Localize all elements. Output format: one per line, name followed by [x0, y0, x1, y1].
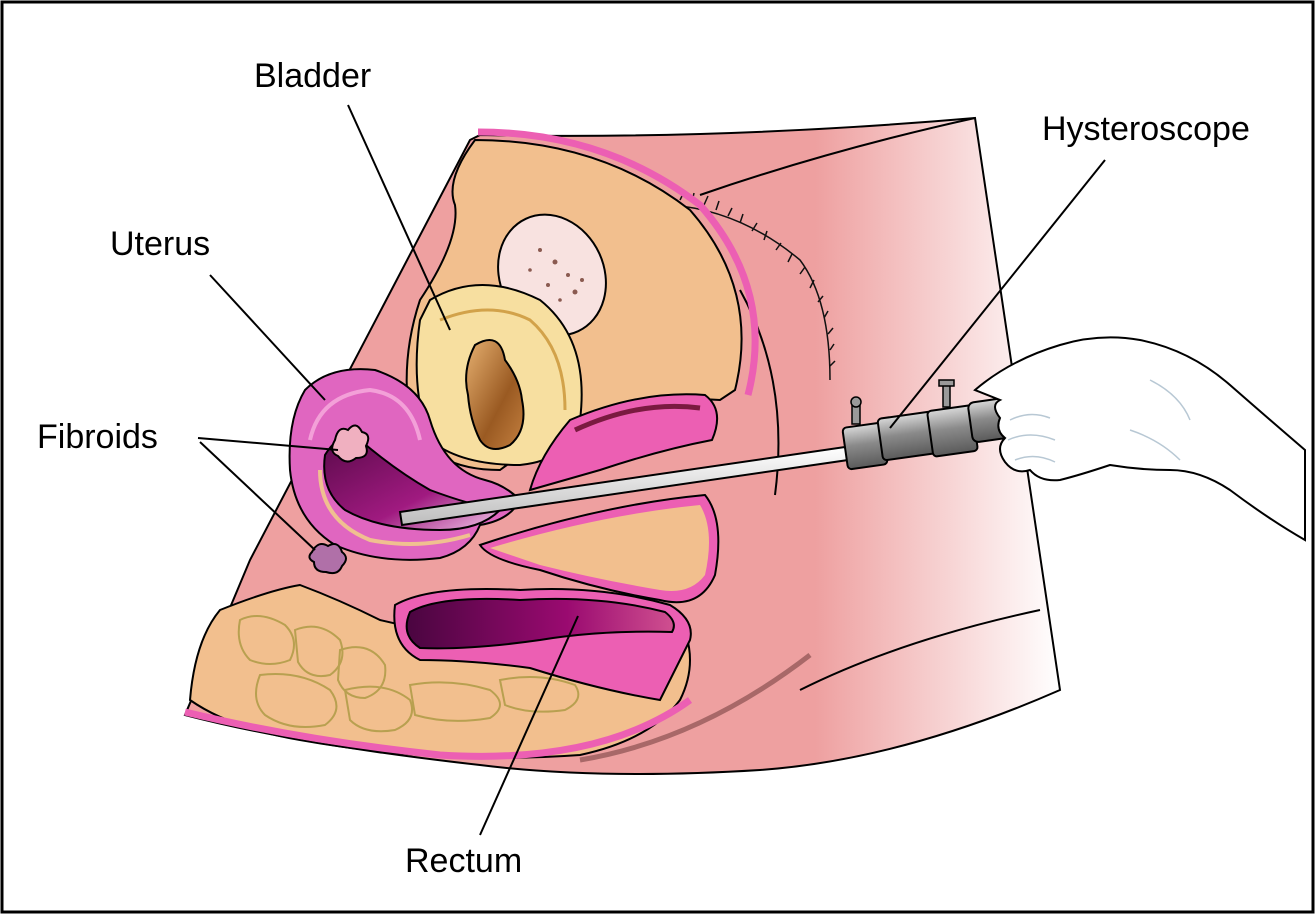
uterus-leader	[210, 275, 325, 400]
label-uterus: Uterus	[110, 225, 210, 263]
label-bladder: Bladder	[254, 57, 371, 95]
fibroid-subserosal	[309, 544, 346, 573]
label-hysteroscope: Hysteroscope	[1042, 110, 1250, 148]
label-rectum: Rectum	[405, 842, 522, 880]
label-fibroids: Fibroids	[37, 418, 158, 456]
